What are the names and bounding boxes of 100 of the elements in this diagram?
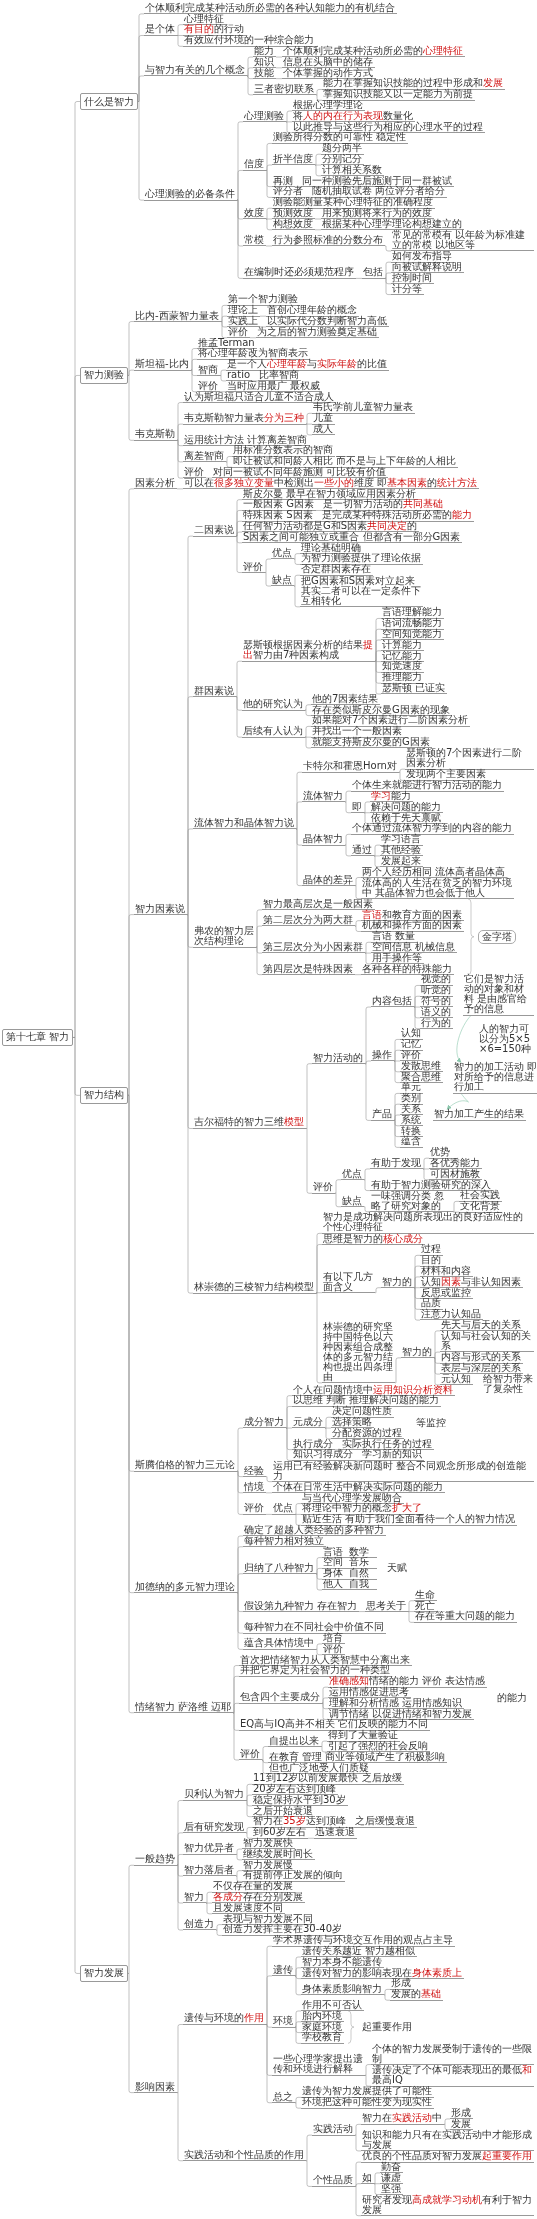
topic-label: 坚强 bbox=[380, 2183, 403, 2195]
connector bbox=[249, 337, 257, 339]
topic-label: 语义的 bbox=[420, 1006, 453, 1019]
connector bbox=[364, 942, 372, 954]
topic-label: 内容包括 bbox=[371, 996, 414, 1008]
connector bbox=[324, 1416, 332, 1429]
connector bbox=[261, 1759, 269, 1774]
connector bbox=[285, 121, 293, 123]
connector bbox=[176, 1854, 184, 1866]
connector bbox=[246, 67, 254, 77]
topic-label: 测验所得分数的可靠性 稳定性 bbox=[272, 132, 409, 144]
topic-label: 任何智力活动都是G和S因素共同决定的 bbox=[242, 521, 420, 533]
topic-label: 且发展速度不同 bbox=[212, 1902, 285, 1915]
topic-text: 言语 bbox=[323, 1546, 344, 1557]
connector bbox=[305, 2160, 313, 2187]
topic-label: 即 bbox=[351, 801, 364, 814]
connector bbox=[305, 423, 313, 425]
connector bbox=[294, 1514, 302, 1526]
connector bbox=[407, 1600, 415, 1612]
topic-label: 每种智力相对独立 bbox=[243, 1535, 326, 1548]
topic-label: 空间信息 机械信息 bbox=[371, 942, 458, 954]
connector bbox=[374, 1287, 382, 1293]
topic-label: 计算能力 bbox=[381, 639, 424, 652]
connector bbox=[215, 1924, 223, 1931]
topic-label: 到60岁左右 bbox=[252, 1827, 308, 1839]
connector bbox=[293, 574, 301, 587]
connector bbox=[363, 812, 371, 814]
connector bbox=[176, 24, 184, 36]
topic-label: 把G因素和S因素对立起来其实二者可以在一定条件下互相转化 bbox=[300, 575, 423, 608]
note-text: 的能力 bbox=[497, 1692, 527, 1703]
connector bbox=[364, 2064, 372, 2076]
topic-label: 智商 bbox=[197, 364, 220, 376]
connector bbox=[235, 660, 243, 697]
topic-label: 解决问题的能力 bbox=[370, 801, 443, 814]
topic-label: 内容与形式的关系 bbox=[440, 1352, 523, 1364]
topic-label: 对同一被试不同年龄施测 可比较有价值 bbox=[212, 467, 389, 479]
topic-label: 优点 bbox=[271, 548, 294, 560]
topic-label: 影响因素 bbox=[134, 2081, 177, 2093]
connector bbox=[354, 2183, 362, 2187]
topic-label: 元成分 bbox=[292, 1417, 325, 1429]
topic-label: 第二层次分为两大群 bbox=[262, 915, 355, 927]
connector bbox=[265, 170, 273, 198]
topic-label: 林崇德的研究坚持中国特色以六种因素组合成整体的多元智力结构也提出四条理由 bbox=[322, 1321, 395, 1384]
connector bbox=[373, 844, 381, 857]
topic-label: 有助于发现 bbox=[370, 1157, 423, 1170]
topic-label: 随机抽取试卷 两位评分者给分 bbox=[311, 186, 448, 198]
connector bbox=[344, 790, 352, 803]
connector bbox=[315, 89, 323, 96]
topic-label: 系统 bbox=[400, 1114, 423, 1127]
topic-label: 计分等 bbox=[391, 283, 424, 295]
connector bbox=[235, 1870, 243, 1877]
topic-label: 记忆能力 bbox=[381, 650, 424, 662]
topic-label: 谦虚 bbox=[380, 2172, 403, 2185]
connector bbox=[72, 1037, 81, 1974]
topic-label: 第一个智力测验 bbox=[227, 294, 300, 306]
topic-label: 个体顺利完成某种活动所必需的各种认知能力的有机结合 bbox=[144, 2, 397, 15]
topic-label: 稳定保持水平到30岁 bbox=[252, 1794, 348, 1807]
topic-label: 目的 bbox=[420, 1255, 443, 1267]
connector bbox=[261, 1759, 269, 1763]
connector bbox=[320, 1746, 328, 1753]
topic-label: 言语理解能力 bbox=[381, 607, 444, 619]
topic-label: 培育 bbox=[322, 1632, 345, 1645]
connector bbox=[363, 812, 371, 824]
topic-label: 优势 bbox=[429, 1147, 452, 1159]
topic-label: 实践活动 bbox=[312, 2124, 355, 2136]
connector bbox=[219, 369, 227, 376]
topic-label: 瑟斯顿 已证实 bbox=[381, 683, 448, 695]
topic-label: 胎内环境 bbox=[301, 2010, 344, 2023]
topic-label: 第三层次分为小因素群 bbox=[262, 942, 365, 954]
topic-label: 实践上 bbox=[227, 315, 260, 328]
connector bbox=[295, 828, 303, 886]
topic-label: 个体通过流体智力学到的内容的能力 bbox=[351, 823, 514, 835]
topic-label: 智力因素说 bbox=[134, 903, 187, 915]
topic-label: 创造力发挥主要在30-40岁 bbox=[222, 1924, 345, 1936]
topic-label: 一般趋势 bbox=[134, 1854, 177, 1866]
connector bbox=[393, 1120, 401, 1148]
connector bbox=[72, 375, 81, 1038]
topic-label: 引起了强烈的社会反响 bbox=[327, 1740, 430, 1753]
topic-label: 知识和能力只有在实践活动中才能形成与发展 bbox=[361, 2129, 534, 2152]
topic-label: 成分智力 bbox=[243, 1417, 286, 1429]
connector bbox=[304, 736, 312, 738]
connector bbox=[413, 1287, 421, 1321]
connector bbox=[383, 1994, 391, 2001]
connector bbox=[315, 94, 323, 101]
topic-label: 形成 bbox=[450, 2107, 473, 2120]
connector bbox=[305, 413, 313, 425]
connector bbox=[265, 218, 273, 231]
topic-label: 语词流畅能力 bbox=[381, 618, 444, 630]
connector bbox=[265, 1492, 273, 1494]
topic-label: 在编制时还必须规范程序 bbox=[243, 267, 356, 279]
connector bbox=[235, 1875, 243, 1882]
topic-label: 环境 bbox=[272, 2016, 295, 2028]
topic-label: 一味强调分类 忽略了研究对象的 bbox=[370, 1190, 453, 1213]
topic-label: 三者密切联系 bbox=[253, 83, 316, 96]
topic-label: 儿童 bbox=[312, 413, 335, 425]
topic-label: 遗传决定了个体可能表现出的最低和最高IQ bbox=[371, 2065, 534, 2087]
connector bbox=[235, 535, 243, 573]
topic-label: 包含四个主要成分 bbox=[239, 1692, 322, 1704]
connector bbox=[265, 164, 273, 171]
connector bbox=[245, 1800, 253, 1817]
